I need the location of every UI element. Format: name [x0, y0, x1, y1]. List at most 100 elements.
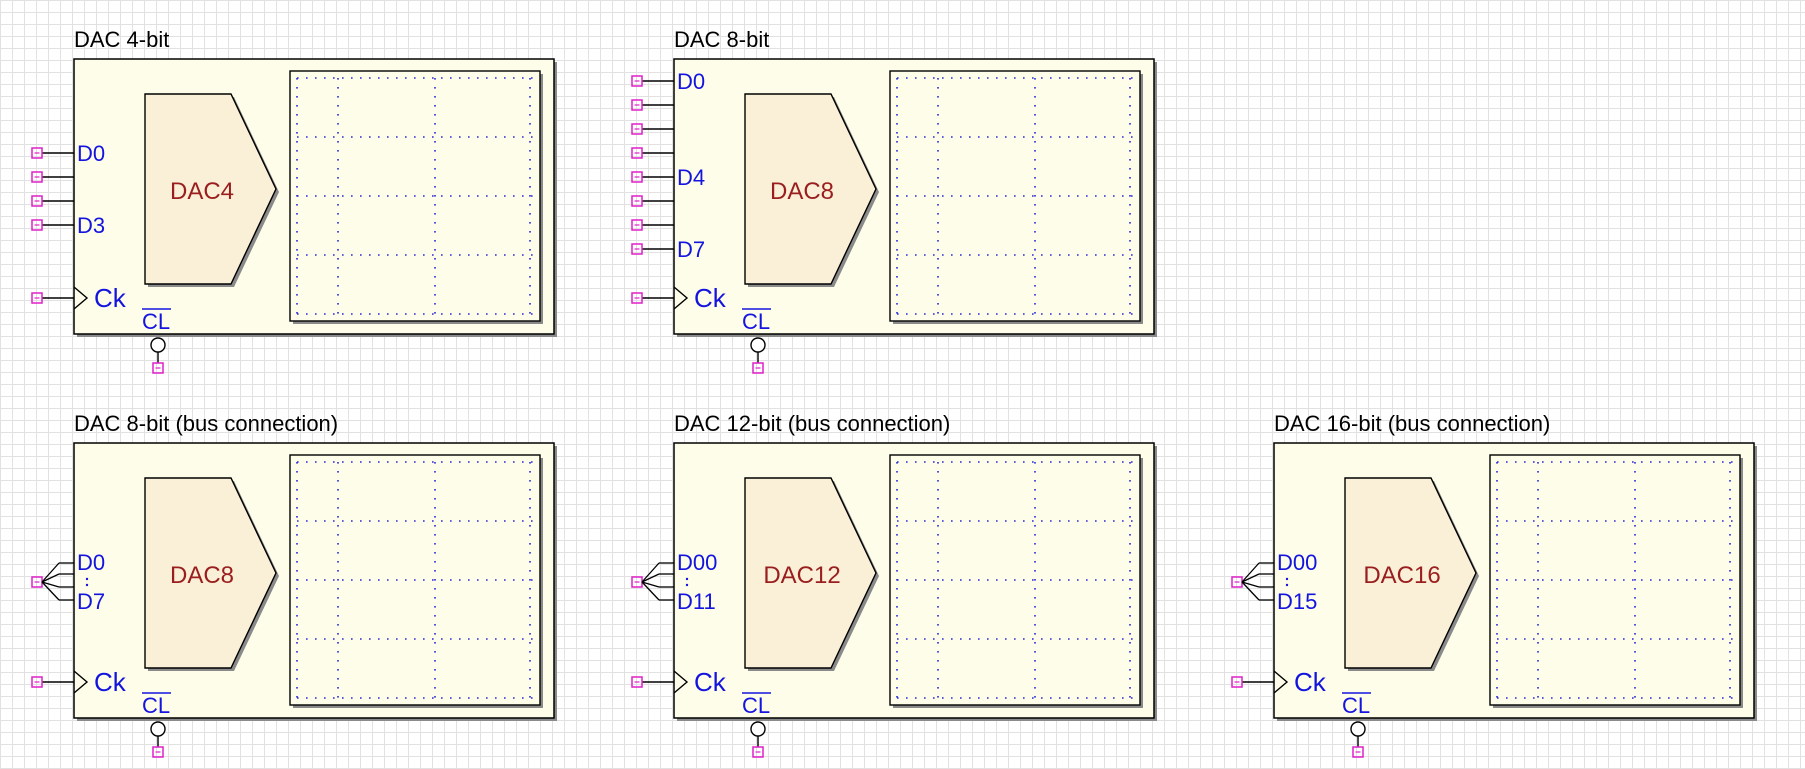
dac-chip [144, 93, 277, 285]
clear-terminal[interactable] [1352, 746, 1364, 758]
chip-label: DAC8 [170, 562, 234, 589]
clock-triangle [673, 670, 689, 694]
terminal-square[interactable] [31, 147, 43, 159]
data-terminal-1[interactable] [31, 171, 43, 183]
data-terminal-0[interactable] [631, 75, 643, 87]
bus-first-label: D0 [77, 550, 105, 575]
chip-label: DAC4 [170, 178, 234, 205]
terminal-square[interactable] [631, 243, 643, 255]
data-terminal-2[interactable] [631, 123, 643, 135]
terminal-square[interactable] [631, 195, 643, 207]
clear-terminal[interactable] [752, 746, 764, 758]
data-terminal-3[interactable] [31, 219, 43, 231]
clear-bubble [750, 721, 766, 737]
clear-label: CL [1342, 693, 1370, 718]
clock-label: Ck [1294, 667, 1327, 697]
bus-ellipsis-dot [685, 577, 689, 581]
bus-fan-wire [41, 581, 60, 601]
terminal-square[interactable] [31, 171, 43, 183]
block-title: DAC 16-bit (bus connection) [1274, 411, 1550, 436]
terminal-square[interactable] [31, 195, 43, 207]
data-terminal-6[interactable] [631, 219, 643, 231]
terminal-square[interactable] [752, 746, 764, 758]
bus-ellipsis-dot [85, 577, 89, 581]
bus-fan-wire [641, 573, 660, 583]
clear-terminal[interactable] [752, 362, 764, 374]
terminal-square[interactable] [31, 292, 43, 304]
bus-fan-wire [1241, 573, 1260, 583]
terminal-square[interactable] [631, 99, 643, 111]
clear-bubble [750, 337, 766, 353]
bus-fan-wire [1241, 581, 1260, 601]
bus-fan-wire [41, 581, 60, 588]
bus-fan-wire [641, 581, 660, 588]
bus-terminal[interactable] [631, 576, 643, 588]
terminal-square[interactable] [1231, 676, 1243, 688]
terminal-square[interactable] [631, 292, 643, 304]
block-title: DAC 12-bit (bus connection) [674, 411, 950, 436]
clear-label: CL [742, 693, 770, 718]
data-terminal-3[interactable] [631, 147, 643, 159]
data-terminal-4[interactable] [631, 171, 643, 183]
dac-block-dac16-bus: DAC 16-bit (bus connection)DAC16CkCLD00D… [1231, 411, 1757, 758]
dac-block-dac12-bus: DAC 12-bit (bus connection)DAC12CkCLD00D… [631, 411, 1157, 758]
bus-ellipsis-dot [1285, 577, 1289, 581]
bus-terminal[interactable] [1231, 576, 1243, 588]
clock-terminal[interactable] [631, 676, 643, 688]
scope-display [289, 454, 541, 706]
data-terminal-7[interactable] [631, 243, 643, 255]
terminal-square[interactable] [152, 362, 164, 374]
dac-chip [1344, 477, 1477, 669]
clear-label: CL [142, 309, 170, 334]
bus-fan-wire [41, 573, 60, 583]
data-terminal-5[interactable] [631, 195, 643, 207]
terminal-square[interactable] [1352, 746, 1364, 758]
chip-label: DAC16 [1363, 562, 1440, 589]
chip-label: DAC8 [770, 178, 834, 205]
clock-terminal[interactable] [631, 292, 643, 304]
scope-display [889, 454, 1141, 706]
clock-triangle [673, 286, 689, 310]
dac-chip [744, 93, 877, 285]
terminal-square[interactable] [631, 123, 643, 135]
terminal-square[interactable] [631, 219, 643, 231]
bus-fan-wire [41, 562, 60, 583]
data-pin-label: D0 [677, 69, 705, 94]
terminal-square[interactable] [31, 219, 43, 231]
block-title: DAC 8-bit [674, 27, 769, 52]
block-title: DAC 8-bit (bus connection) [74, 411, 338, 436]
scope-display [1489, 454, 1741, 706]
terminal-square[interactable] [631, 171, 643, 183]
bus-last-label: D11 [677, 589, 716, 614]
clear-terminal[interactable] [152, 362, 164, 374]
clock-label: Ck [94, 667, 127, 697]
bus-ellipsis-dot [85, 583, 89, 587]
clock-label: Ck [94, 283, 127, 313]
dac-chip [144, 477, 277, 669]
bus-fan-wire [1241, 562, 1260, 583]
terminal-square[interactable] [631, 75, 643, 87]
bus-first-label: D00 [1277, 550, 1317, 575]
terminal-square[interactable] [752, 362, 764, 374]
data-terminal-2[interactable] [31, 195, 43, 207]
clock-terminal[interactable] [1231, 676, 1243, 688]
terminal-square[interactable] [152, 746, 164, 758]
clear-bubble [150, 337, 166, 353]
clock-terminal[interactable] [31, 676, 43, 688]
data-pin-label: D0 [77, 141, 105, 166]
clock-label: Ck [694, 667, 727, 697]
bus-terminal[interactable] [31, 576, 43, 588]
clock-terminal[interactable] [31, 292, 43, 304]
terminal-square[interactable] [31, 676, 43, 688]
terminal-square[interactable] [631, 676, 643, 688]
terminal-square[interactable] [631, 147, 643, 159]
bus-fan-wire [641, 562, 660, 583]
chip-label: DAC12 [763, 562, 840, 589]
clear-terminal[interactable] [152, 746, 164, 758]
data-terminal-1[interactable] [631, 99, 643, 111]
bus-ellipsis-dot [685, 583, 689, 587]
scope-display [889, 70, 1141, 322]
data-terminal-0[interactable] [31, 147, 43, 159]
